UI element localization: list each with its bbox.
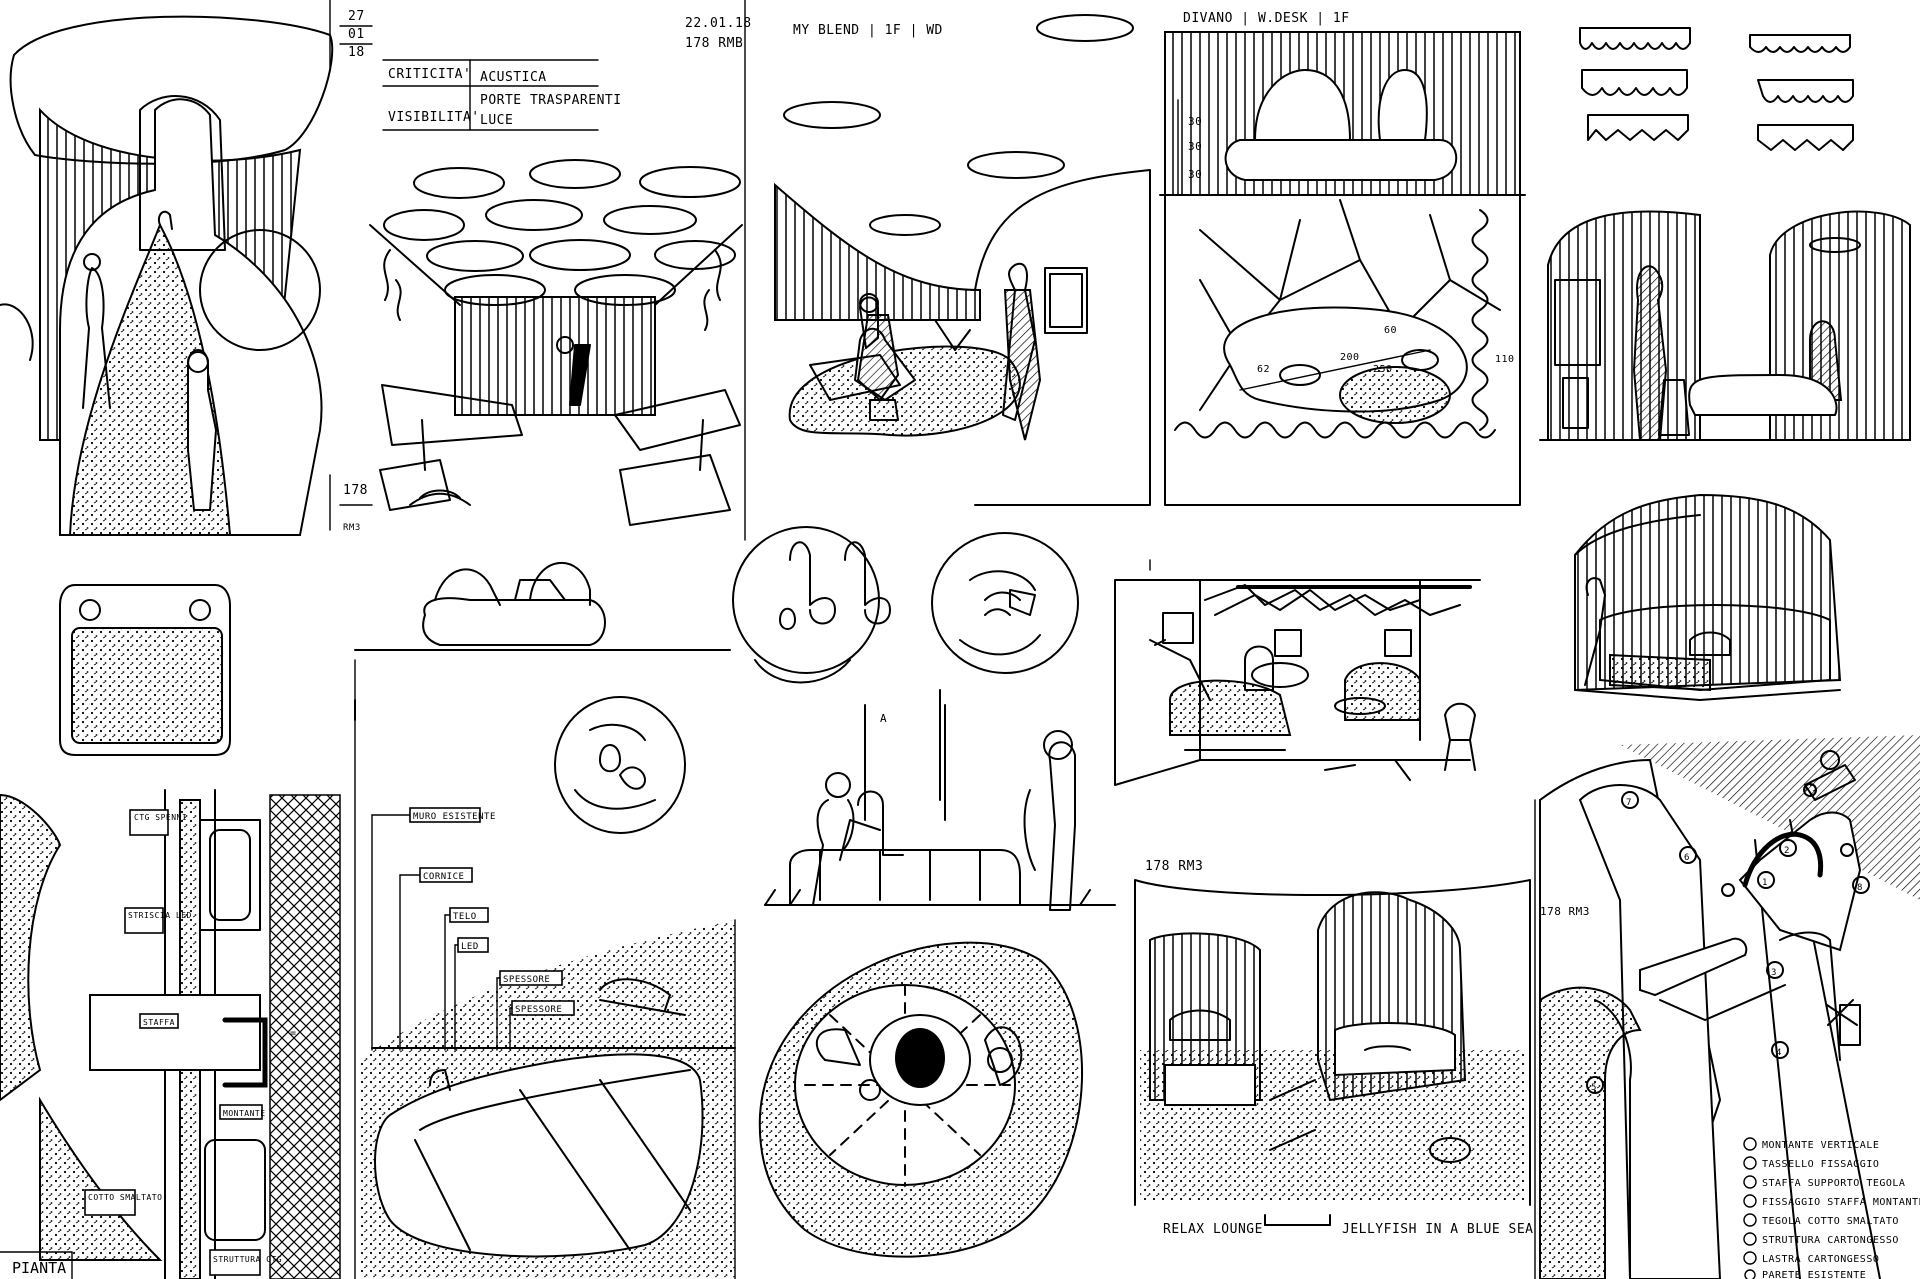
panel-4-divano-desk: DIVANO | W.DESK | 1F 30 30 30 60 200 250… [1159, 11, 1526, 506]
sketch-label: FISSAGGIO STAFFA MONTANTE [1762, 1197, 1920, 1208]
sketch-label: STRISCIA LED [128, 911, 192, 920]
sketch-label: PARETE ESISTENTE [1762, 1270, 1866, 1279]
sketch-label: SPESSORE [503, 975, 550, 985]
sketch-label: CRITICITA' [388, 67, 471, 82]
sketch-label: DIVANO | W.DESK | 1F [1183, 11, 1350, 26]
panel-2-notes-table: CRITICITA' ACUSTICA PORTE TRASPARENTI VI… [382, 59, 622, 131]
sketch-label: TASSELLO FISSAGGIO [1762, 1159, 1879, 1170]
sketch-label: CORNICE [423, 872, 464, 882]
sketch-label: 3 [1771, 968, 1777, 978]
sketch-label: LED [461, 942, 479, 952]
sketch-label: STAFFA [143, 1018, 175, 1027]
sketch-label: 4 [1776, 1048, 1782, 1058]
sketch-label: TEGOLA COTTO SMALTATO [1762, 1216, 1899, 1227]
panel-6-tile-detail [59, 584, 231, 756]
sketch-label: 30 [1188, 115, 1202, 128]
sketch-label: 110 [1495, 354, 1515, 365]
sketch-label: MONTANTE VERTICALE [1762, 1140, 1879, 1151]
sketch-label: 6 [1684, 853, 1690, 863]
panel-9-jellyfish-circles: A [554, 526, 1079, 834]
sketch-label: MURO ESISTENTE [413, 812, 496, 822]
sketch-label: 27 [348, 9, 365, 24]
sketch-label: 1 [1762, 878, 1768, 888]
sketch-label: 8 [1857, 883, 1863, 893]
panel-15-bracket-detail: 178 RM3 1 2 3 4 5 6 7 8 MONTANTE VERTICA… [1539, 735, 1920, 1279]
sketch-label: TELO [453, 912, 477, 922]
sheet-edges [354, 0, 1536, 1279]
sketch-label: 62 [1257, 364, 1270, 375]
sketch-label: STRUTTURA CARTONGESSO [1762, 1235, 1899, 1246]
sketch-label: 2 [1784, 846, 1790, 856]
sketch-label: MY BLEND | 1F | WD [793, 23, 943, 38]
sketch-label: RM3 [343, 523, 361, 533]
svg-text:A: A [880, 712, 887, 725]
sketch-label: 7 [1626, 798, 1632, 808]
panel-8-sofa-and-shell: MURO ESISTENTE CORNICE TELO LED SPESSORE… [354, 562, 736, 1279]
panel-15-legend: MONTANTE VERTICALE TASSELLO FISSAGGIO ST… [1743, 1137, 1920, 1279]
sketch-label: ACUSTICA [480, 70, 547, 85]
sketch-label: 178 [343, 483, 368, 498]
sketch-label: SPESSORE [515, 1005, 562, 1015]
sketch-label: 30 [1188, 168, 1202, 181]
panel-3-my-blend: MY BLEND | 1F | WD [774, 14, 1151, 506]
panel-2-ceiling-discs: 22.01.18 178 RMB CRITICITA' ACUSTICA POR… [369, 16, 752, 526]
panel-1-ref-stamp: 178 RM3 [329, 474, 373, 533]
sketch-label: VISIBILITA' [388, 110, 480, 125]
sketch-label: 178 RM3 [1145, 859, 1203, 874]
sketch-label: STRUTTURA CTG [213, 1255, 282, 1264]
sketch-label: 250 [1373, 364, 1393, 375]
panel-7-plan: = CTG SPENNI STRISCIA LED STAFFA MONTANT… [0, 789, 341, 1279]
sketch-label: RELAX LOUNGE [1163, 1222, 1263, 1237]
panel-1-curtain-arch: 27 01 18 178 RM3 [0, 0, 373, 536]
panel-12-wire-lounge [1114, 579, 1481, 786]
sketch-label: COTTO SMALTATO [88, 1193, 162, 1202]
sketch-label: 178 RMB [685, 36, 743, 51]
panel-15-callouts: 1 2 3 4 5 6 7 8 [1586, 791, 1870, 1094]
panel-13-relax-lounge: 178 RM3 RELAX LOUNGE JELLYFISH IN A BLUE… [1134, 859, 1534, 1237]
sketch-label: MONTANTE [223, 1109, 266, 1118]
panel-11-pod-plan [758, 941, 1083, 1258]
sketch-label: 200 [1340, 352, 1360, 363]
sketch-label: CTG SPENNI [134, 813, 187, 822]
sketch-label: PIANTA [12, 1259, 66, 1277]
sketch-label: LUCE [480, 113, 513, 128]
svg-text:=: = [290, 1028, 297, 1039]
sketch-label: 60 [1384, 325, 1397, 336]
sketch-label: 30 [1188, 140, 1202, 153]
sketch-label: PORTE TRASPARENTI [480, 93, 622, 108]
panel-5-tile-profiles [1539, 27, 1911, 441]
sketch-label: 22.01.18 [685, 16, 752, 31]
sketch-label: STAFFA SUPPORTO TEGOLA [1762, 1178, 1905, 1189]
sketch-label: 178 RM3 [1540, 905, 1590, 918]
sketch-label: 5 [1591, 1083, 1597, 1093]
panel-10-bench-elevation [764, 704, 1116, 911]
panel-14-pod-cage [1574, 493, 1842, 701]
sketch-label: 01 [348, 27, 365, 42]
sketch-label: JELLYFISH IN A BLUE SEA [1342, 1222, 1534, 1237]
sketch-label: LASTRA CARTONGESSO [1762, 1254, 1879, 1265]
sketch-label: 18 [348, 45, 365, 60]
panel-1-date-stamp: 27 01 18 [329, 0, 373, 71]
